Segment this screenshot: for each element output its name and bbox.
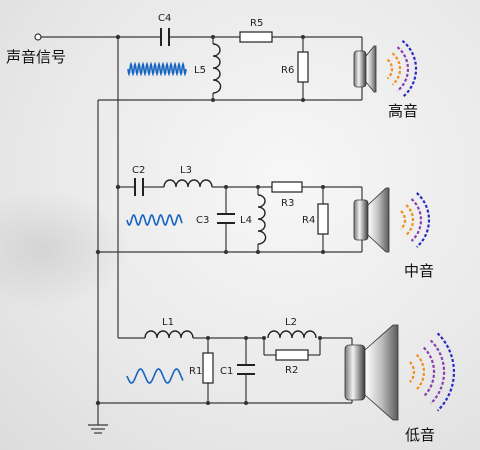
mid-frequency-wave-icon [126, 214, 183, 226]
label-c3: C3 [196, 215, 209, 226]
sound-arc [400, 210, 407, 230]
label-c1: C1 [220, 366, 233, 377]
sound-arc [436, 332, 455, 412]
label-l1: L1 [162, 317, 174, 328]
resistor-r4 [317, 203, 329, 235]
sound-arc [401, 39, 418, 99]
inductor-l1 [144, 330, 194, 339]
tweeter-label: 高音 [388, 102, 418, 120]
sound-arc [396, 46, 410, 92]
inductor-l4 [257, 194, 267, 245]
inductor-l5 [212, 43, 222, 94]
woofer-speaker-icon [344, 324, 399, 421]
sound-arc [415, 354, 426, 390]
input-terminal-icon [34, 33, 42, 41]
capacitor-c3 [217, 213, 235, 224]
ground-icon [88, 424, 108, 434]
resistor-r1 [202, 352, 214, 384]
sound-arc [422, 346, 436, 398]
label-r2: R2 [285, 365, 298, 376]
sound-arc [386, 58, 394, 80]
sound-wave-arcs-icon [386, 39, 455, 412]
label-l5: L5 [194, 65, 206, 76]
resistor-r3 [271, 181, 303, 193]
capacitor-c2 [134, 178, 144, 196]
sound-arc [408, 361, 416, 383]
capacitor-c4 [160, 28, 170, 46]
inductor-l2 [267, 330, 317, 339]
resistor-r6 [297, 51, 309, 83]
inductor-l3 [163, 179, 213, 188]
label-l3: L3 [180, 165, 192, 176]
sound-arc [429, 339, 446, 405]
label-r5: R5 [250, 18, 263, 29]
junction-dots [95, 34, 325, 406]
label-r3: R3 [281, 198, 294, 209]
capacitor-c1 [237, 364, 255, 375]
sound-arc [405, 204, 415, 236]
tweeter-speaker-icon [353, 37, 377, 100]
low-frequency-wave-icon [126, 368, 184, 384]
sound-arc [391, 52, 402, 86]
resistor-r5 [239, 31, 273, 43]
high-frequency-wave-icon [127, 61, 187, 77]
resistor-r2 [275, 349, 309, 361]
label-r1: R1 [189, 366, 202, 377]
label-c2: C2 [132, 165, 145, 176]
label-r4: R4 [302, 215, 315, 226]
midrange-label: 中音 [404, 262, 434, 280]
label-l4: L4 [240, 215, 252, 226]
midrange-speaker-icon [353, 187, 390, 253]
label-r6: R6 [281, 65, 294, 76]
background-shade [0, 190, 130, 310]
sound-arc [416, 192, 431, 248]
input-signal-label: 声音信号 [6, 48, 66, 66]
sound-arc [410, 198, 422, 242]
label-c4: C4 [158, 13, 171, 24]
label-l2: L2 [285, 317, 297, 328]
woofer-label: 低音 [405, 426, 435, 444]
